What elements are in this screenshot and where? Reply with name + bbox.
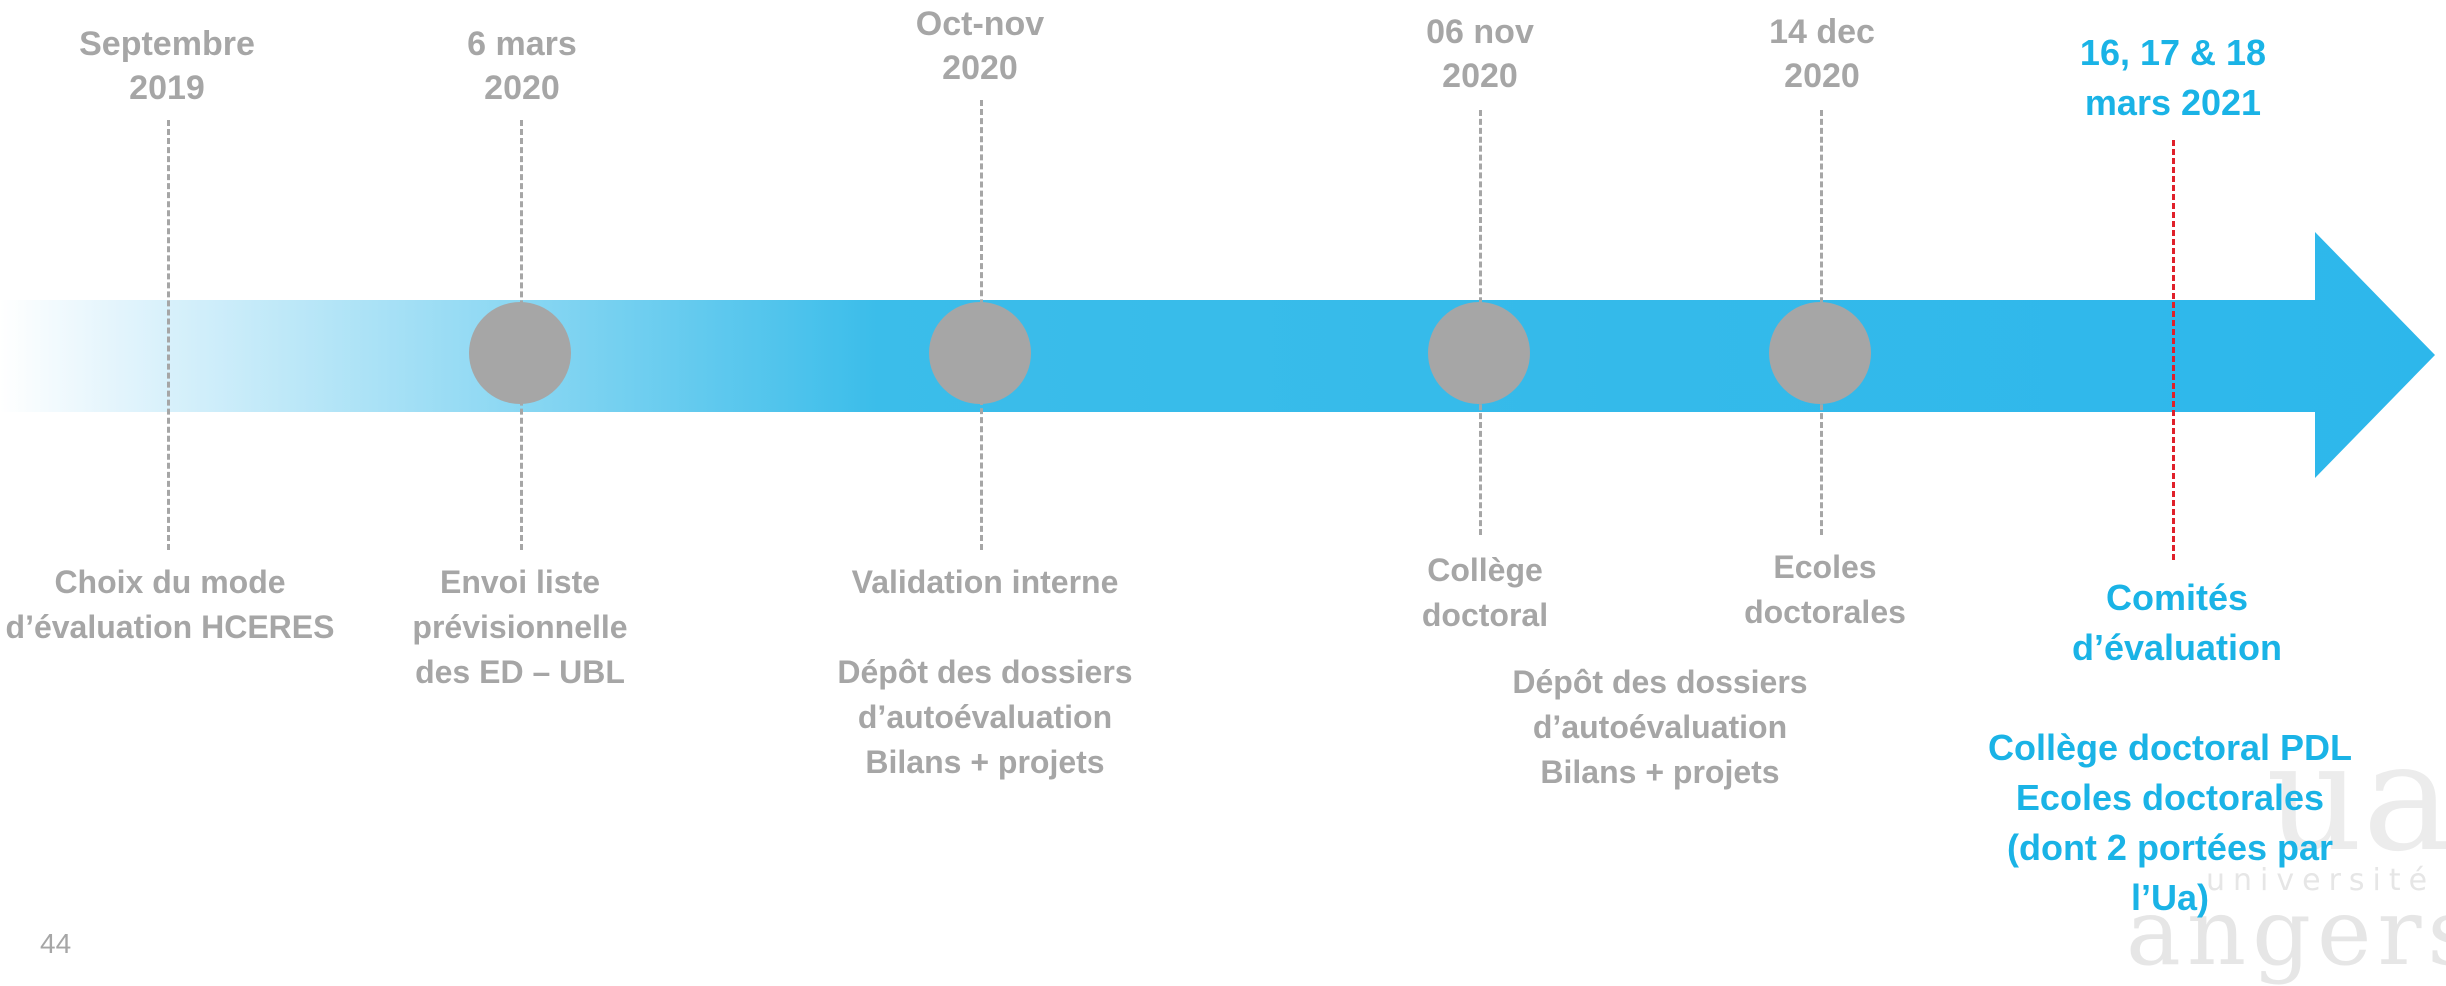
sub-line: d’autoévaluation (1532, 709, 1788, 745)
label-line: d’évaluation (2071, 627, 2283, 668)
milestone-label-2: Envoi liste prévisionnelle des ED – UBL (370, 560, 670, 695)
milestone-sublabel-4: Dépôt des dossiers d’autoévaluation Bila… (1475, 660, 1845, 795)
date-line-1: 16, 17 & 18 (2079, 32, 2267, 73)
milestone-line-6 (2172, 140, 2175, 560)
logo-line-1: université (2206, 863, 2436, 898)
sub-line: Collège doctoral PDL (1987, 727, 2353, 768)
milestone-sublabel-6: Collège doctoral PDL Ecoles doctorales (… (1970, 723, 2370, 923)
milestone-dot-4 (1428, 302, 1530, 404)
milestone-label-1: Choix du mode d’évaluation HCERES (0, 560, 340, 650)
date-line-2: 2019 (129, 69, 205, 107)
milestone-date-1: Septembre 2019 (17, 22, 317, 110)
label-line: Envoi liste (439, 564, 601, 600)
arrow-shape (0, 232, 2435, 478)
date-line-2: mars 2021 (2084, 82, 2262, 123)
milestone-date-2: 6 mars 2020 (372, 22, 672, 110)
date-line-2: 2020 (1442, 57, 1518, 95)
sub-line: l’Ua) (2130, 877, 2209, 918)
milestone-label-3: Validation interne (800, 560, 1170, 605)
label-line: Ecoles (1773, 549, 1877, 585)
sub-line: Dépôt des dossiers (837, 654, 1133, 690)
sub-line: d’autoévaluation (857, 699, 1113, 735)
date-line-2: 2020 (942, 49, 1018, 87)
sub-line: (dont 2 portées par (2006, 827, 2334, 868)
label-line: prévisionnelle (412, 609, 628, 645)
date-line-2: 2020 (1784, 57, 1860, 95)
milestone-line-1 (167, 120, 170, 550)
milestone-date-5: 14 dec 2020 (1672, 10, 1972, 98)
date-line-2: 2020 (484, 69, 560, 107)
milestone-date-4: 06 nov 2020 (1330, 10, 1630, 98)
milestone-label-6: Comités d’évaluation (2032, 573, 2322, 673)
label-line: Choix du mode (54, 564, 286, 600)
date-line-1: 14 dec (1769, 13, 1875, 51)
label-line: Collège (1427, 552, 1543, 588)
sub-line: Bilans + projets (865, 744, 1105, 780)
milestone-sublabel-3: Dépôt des dossiers d’autoévaluation Bila… (800, 650, 1170, 785)
timeline-arrow (0, 232, 2435, 478)
logo-mark: ua (2266, 711, 2446, 885)
sub-line: Bilans + projets (1540, 754, 1780, 790)
label-line: d’évaluation HCERES (5, 609, 335, 645)
date-line-1: Septembre (79, 25, 255, 63)
label-line: doctorales (1744, 594, 1906, 630)
label-line: des ED – UBL (415, 654, 625, 690)
milestone-date-3: Oct-nov 2020 (830, 2, 1130, 90)
milestone-dot-3 (929, 302, 1031, 404)
date-line-1: Oct-nov (915, 5, 1045, 43)
milestone-label-5: Ecoles doctorales (1700, 545, 1950, 635)
page-number: 44 (40, 928, 72, 959)
milestone-label-4: Collège doctoral (1360, 548, 1610, 638)
milestone-date-6: 16, 17 & 18 mars 2021 (2023, 28, 2323, 128)
sub-line: Ecoles doctorales (2015, 777, 2325, 818)
date-line-1: 06 nov (1426, 13, 1534, 51)
sub-line: Dépôt des dossiers (1512, 664, 1808, 700)
label-line: Validation interne (851, 564, 1119, 600)
milestone-dot-2 (469, 302, 571, 404)
date-line-1: 6 mars (467, 25, 577, 63)
milestone-dot-5 (1769, 302, 1871, 404)
label-line: Comités (2105, 577, 2249, 618)
label-line: doctoral (1421, 597, 1549, 633)
